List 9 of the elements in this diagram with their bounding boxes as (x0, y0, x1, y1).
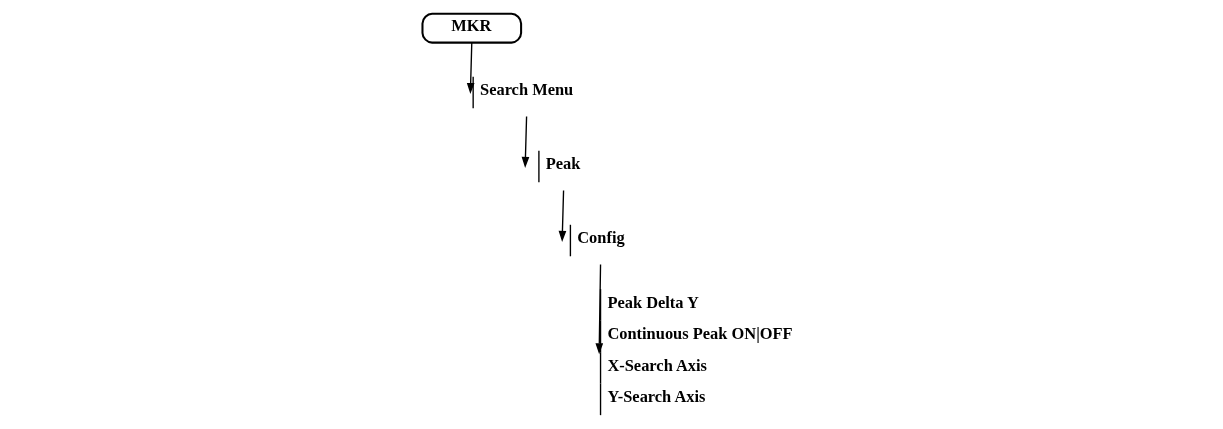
arrow (558, 189, 567, 242)
arrow (521, 115, 530, 168)
arrow (595, 263, 604, 355)
node-text: Search Menu (480, 80, 574, 100)
arrow (466, 41, 475, 94)
node-box: MKR (421, 12, 523, 44)
node-text: Peak (545, 154, 581, 174)
node-text: Peak Delta Y Continuous Peak ON|OFF X-Search Axis Y-Search Axis (607, 292, 793, 407)
node-text: Config (577, 228, 625, 248)
